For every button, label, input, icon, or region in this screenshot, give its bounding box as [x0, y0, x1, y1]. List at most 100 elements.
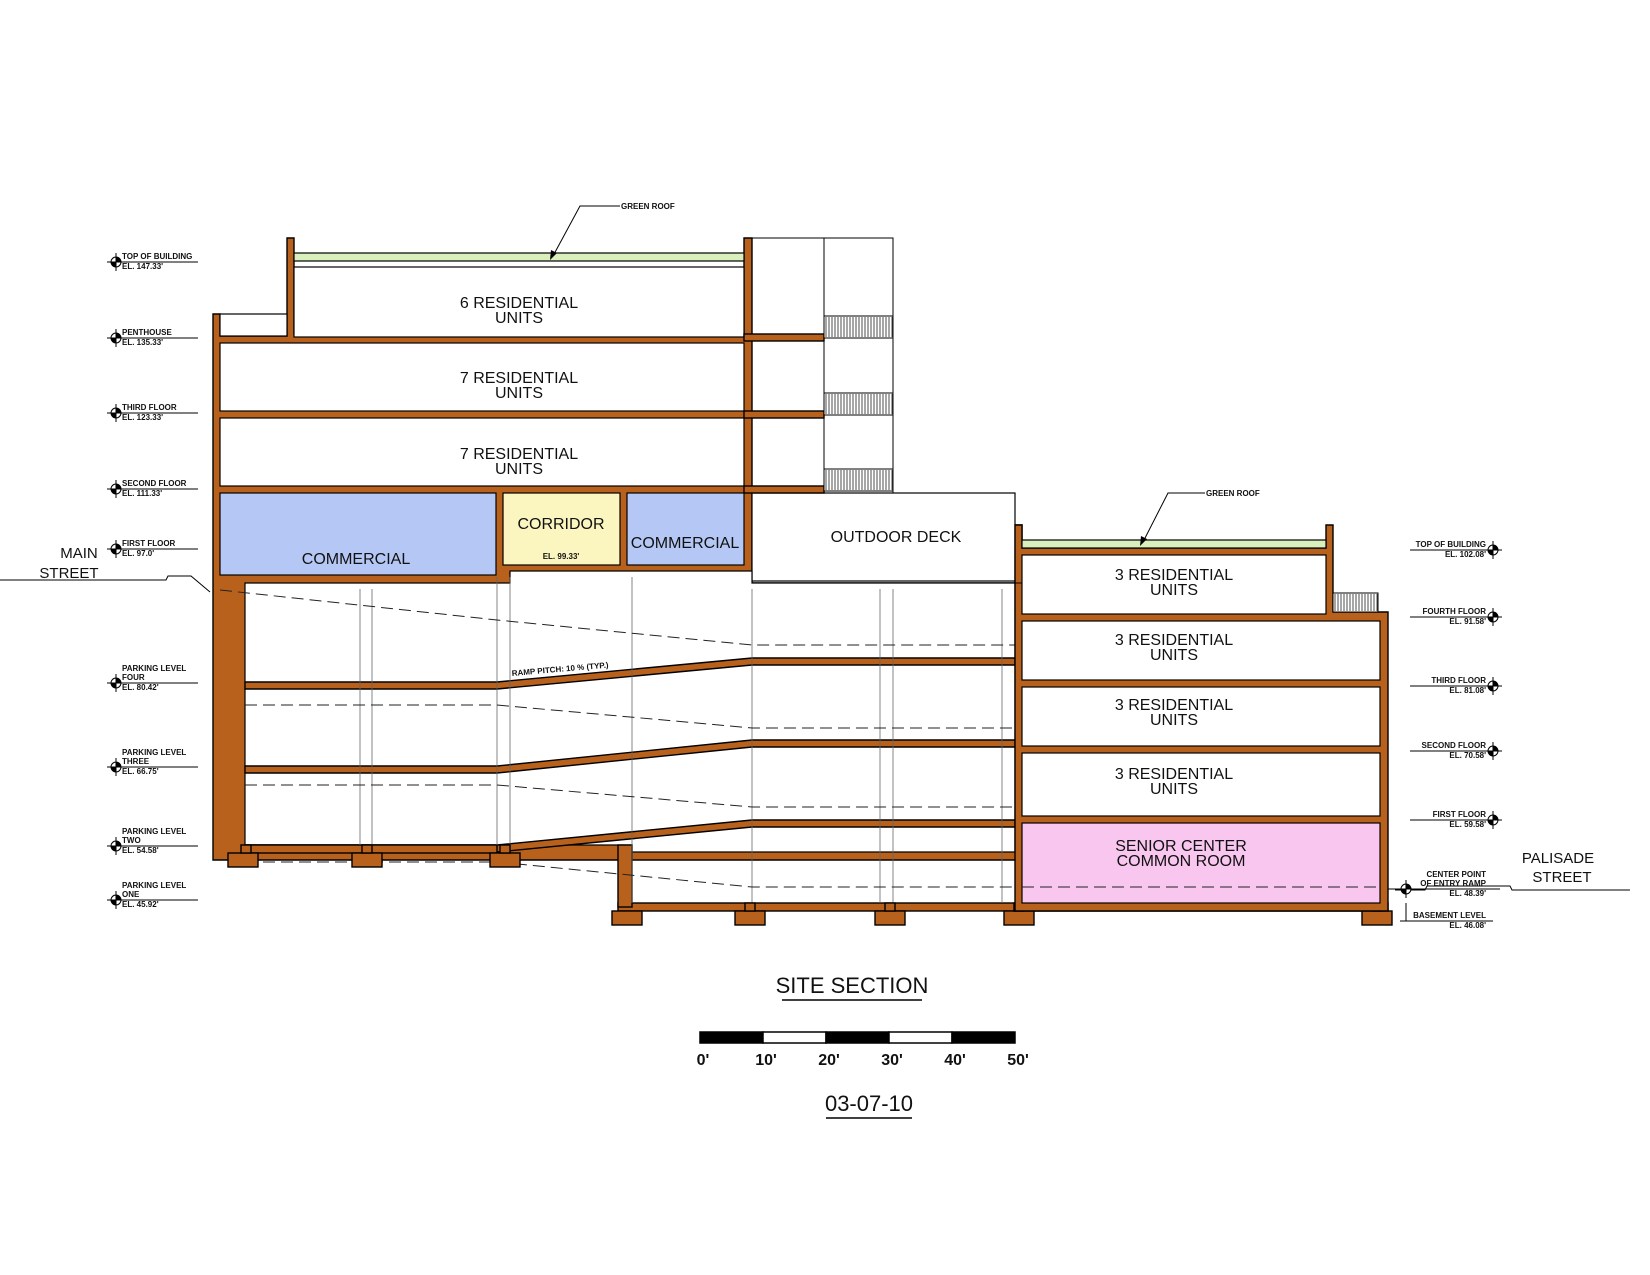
right-level-elevation: EL. 48.39': [1449, 889, 1486, 898]
right-level-name: OF ENTRY RAMP: [1420, 879, 1486, 888]
main-street-label-1: MAIN: [60, 545, 98, 562]
palisade-street-label-1: PALISADE: [1522, 850, 1594, 867]
label-east-fourth-2: UNITS: [1150, 582, 1198, 599]
right-level-name: TOP OF BUILDING: [1416, 540, 1486, 549]
left-level-name: TOP OF BUILDING: [122, 252, 192, 261]
left-level-name: ONE: [122, 890, 140, 899]
drawing-title: SITE SECTION: [776, 973, 929, 998]
left-level-name: THIRD FLOOR: [122, 403, 177, 412]
outdoor-deck: [751, 492, 1016, 582]
label-outdoor-deck: OUTDOOR DECK: [831, 529, 962, 546]
scale-label: 50': [1007, 1052, 1029, 1069]
left-level-name: PENTHOUSE: [122, 328, 172, 337]
left-level-elevation: EL. 123.33': [122, 413, 163, 422]
right-level-name: SECOND FLOOR: [1422, 741, 1487, 750]
drawing-date: 03-07-10: [825, 1091, 913, 1116]
left-level-name: PARKING LEVEL: [122, 881, 186, 890]
label-east-second-1: 3 RESIDENTIAL: [1115, 697, 1233, 714]
left-level-elevation: EL. 147.33': [122, 262, 163, 271]
scale-bar: [699, 1031, 1016, 1044]
basement-wall-west: [617, 844, 633, 908]
label-commercial-east: COMMERCIAL: [631, 535, 740, 552]
right-level-elevation: EL. 59.58': [1449, 820, 1486, 829]
left-level-elevation: EL. 66.75': [122, 767, 159, 776]
right-level-elevation: EL. 81.08': [1449, 686, 1486, 695]
left-level-name: PARKING LEVEL: [122, 748, 186, 757]
label-senior-center-1: SENIOR CENTER: [1115, 838, 1247, 855]
room-main-third: [219, 342, 745, 412]
right-level-name: CENTER POINT: [1426, 870, 1486, 879]
label-main-third-2: UNITS: [495, 385, 543, 402]
room-commercial-east: [626, 492, 745, 566]
left-level-elevation: EL. 80.42': [122, 683, 159, 692]
room-corridor: [502, 492, 621, 566]
label-senior-center-2: COMMON ROOM: [1117, 853, 1246, 870]
left-level-elevation: EL. 111.33': [122, 489, 162, 498]
right-level-elevation: EL. 102.08': [1445, 550, 1486, 559]
label-main-second-1: 7 RESIDENTIAL: [460, 446, 578, 463]
room-east-third: [1021, 620, 1381, 681]
left-level-name: THREE: [122, 757, 150, 766]
street-labels: MAIN STREET PALISADE STREET: [39, 545, 1594, 886]
column-grid: [359, 577, 1003, 903]
right-level-name: THIRD FLOOR: [1431, 676, 1486, 685]
east-building: [1014, 524, 1389, 912]
label-east-third-2: UNITS: [1150, 647, 1198, 664]
scale-label: 0': [697, 1052, 710, 1069]
label-commercial-west: COMMERCIAL: [302, 551, 411, 568]
right-level-elevation: EL. 91.58': [1449, 617, 1486, 626]
green-roof-main-label: GREEN ROOF: [621, 202, 675, 211]
footings: [227, 844, 1393, 926]
room-senior-center: [1021, 822, 1381, 904]
title-block: SITE SECTION 0'10'20'30'40'50' 03-07-10: [697, 973, 1029, 1119]
room-east-fourth: [1021, 554, 1327, 615]
label-main-third-1: 7 RESIDENTIAL: [460, 370, 578, 387]
green-roof-east: [1021, 539, 1327, 549]
left-level-name: SECOND FLOOR: [122, 479, 187, 488]
railing-hatches: [825, 317, 1378, 611]
label-east-third-1: 3 RESIDENTIAL: [1115, 632, 1233, 649]
right-level-elevation: EL. 46.08': [1449, 921, 1486, 930]
left-level-name: TWO: [122, 836, 141, 845]
palisade-street-label-2: STREET: [1532, 869, 1591, 886]
left-level-name: PARKING LEVEL: [122, 827, 186, 836]
label-corridor: CORRIDOR: [517, 516, 604, 533]
room-east-second: [1021, 686, 1381, 747]
scale-labels: 0'10'20'30'40'50': [697, 1052, 1029, 1069]
room-east-first: [1021, 752, 1381, 817]
label-east-fourth-1: 3 RESIDENTIAL: [1115, 567, 1233, 584]
left-level-elevation: EL. 45.92': [122, 900, 159, 909]
right-level-name: FIRST FLOOR: [1433, 810, 1487, 819]
ground-lines: [0, 575, 1630, 891]
label-east-first-1: 3 RESIDENTIAL: [1115, 766, 1233, 783]
balcony-slab-2: [743, 410, 825, 419]
left-level-elevation: EL. 97.0': [122, 549, 154, 558]
upper-setback: [219, 313, 288, 337]
room-main-second: [219, 417, 745, 487]
right-level-elevation: EL. 70.58': [1449, 751, 1486, 760]
label-corridor-elevation: EL. 99.33': [543, 552, 580, 561]
scale-label: 10': [755, 1052, 777, 1069]
label-east-second-2: UNITS: [1150, 712, 1198, 729]
label-main-penthouse-1: 6 RESIDENTIAL: [460, 295, 578, 312]
left-level-name: FIRST FLOOR: [122, 539, 176, 548]
label-main-penthouse-2: UNITS: [495, 310, 543, 327]
green-roof-east-label: GREEN ROOF: [1206, 489, 1260, 498]
